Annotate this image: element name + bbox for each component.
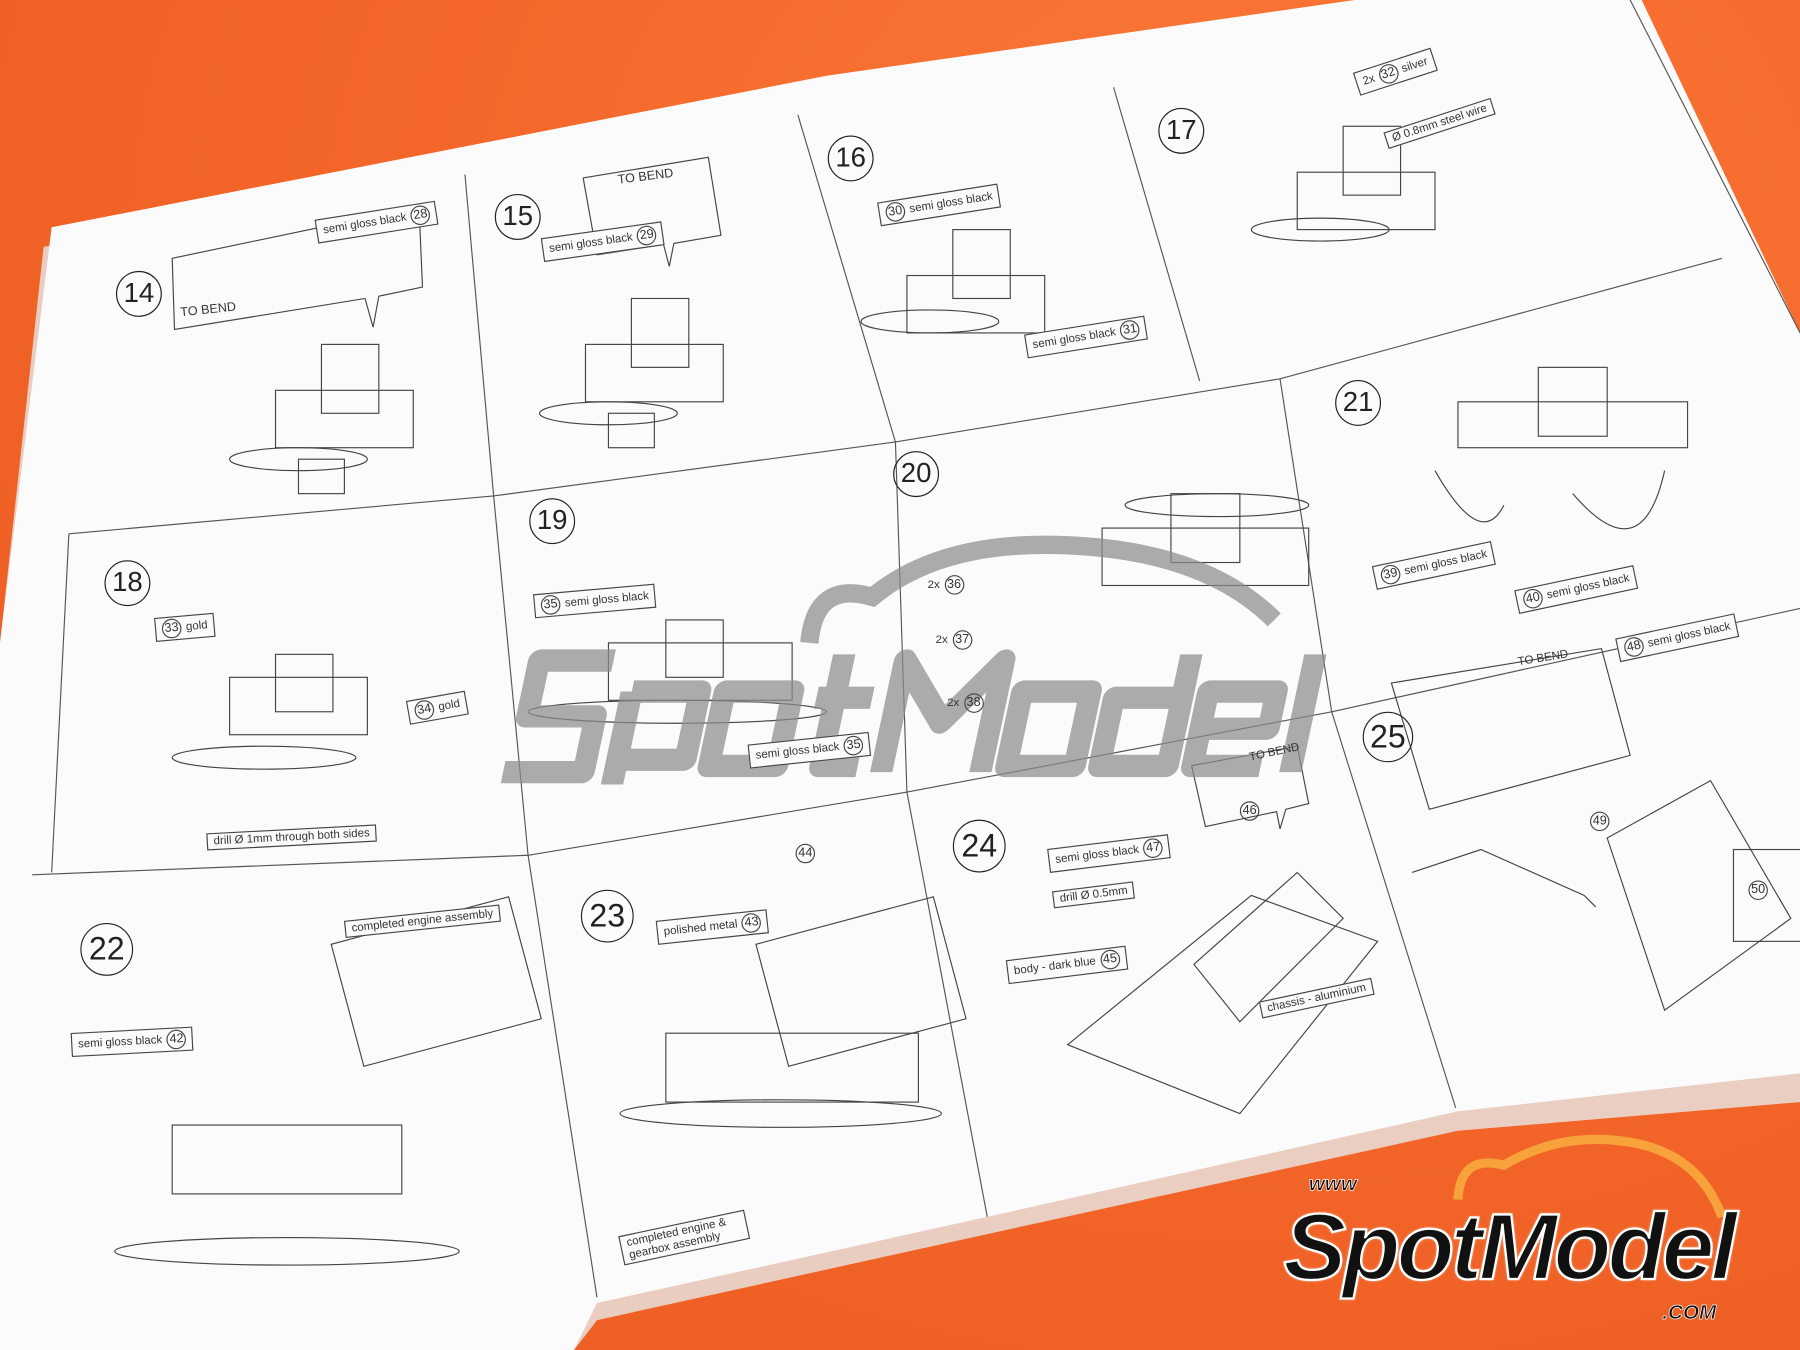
spotmodel-logo: SpotModel — [1282, 1195, 1738, 1300]
step-number-22: 22 — [80, 922, 134, 976]
part-number: 38 — [963, 693, 984, 713]
part-number: 44 — [795, 843, 816, 864]
step-number-17: 17 — [1158, 107, 1205, 154]
step-number-21: 21 — [1335, 379, 1382, 426]
step-number-24: 24 — [952, 819, 1006, 873]
panel-grid-lines — [32, 0, 1800, 1298]
part-callout: 44 — [790, 843, 821, 865]
part-number: 46 — [1239, 801, 1260, 821]
part-callout: 50 — [1743, 879, 1774, 901]
quantity: 2x — [927, 578, 940, 592]
quantity: 2x — [947, 696, 960, 710]
part-callout: 46 — [1234, 800, 1265, 822]
part-number: 50 — [1748, 880, 1768, 901]
quantity-label: 2x 37 — [930, 629, 978, 651]
logo-www: www — [1308, 1172, 1357, 1196]
step-number-23: 23 — [580, 889, 634, 943]
part-number: 36 — [944, 575, 964, 595]
part-number: 49 — [1589, 811, 1610, 832]
step-number-20: 20 — [893, 451, 940, 498]
step-number-15: 15 — [494, 194, 541, 240]
part-number: 37 — [952, 630, 972, 650]
part-drawings — [114, 125, 1800, 1266]
step-number-14: 14 — [115, 270, 162, 317]
step-number-25: 25 — [1362, 711, 1414, 763]
part-callout: 49 — [1584, 810, 1615, 832]
logo-com: .COM — [1662, 1300, 1717, 1324]
step-number-16: 16 — [827, 135, 874, 182]
step-number-18: 18 — [104, 560, 151, 607]
step-number-19: 19 — [529, 498, 576, 545]
quantity-label: 2x 36 — [922, 574, 970, 596]
quantity: 2x — [935, 633, 948, 647]
